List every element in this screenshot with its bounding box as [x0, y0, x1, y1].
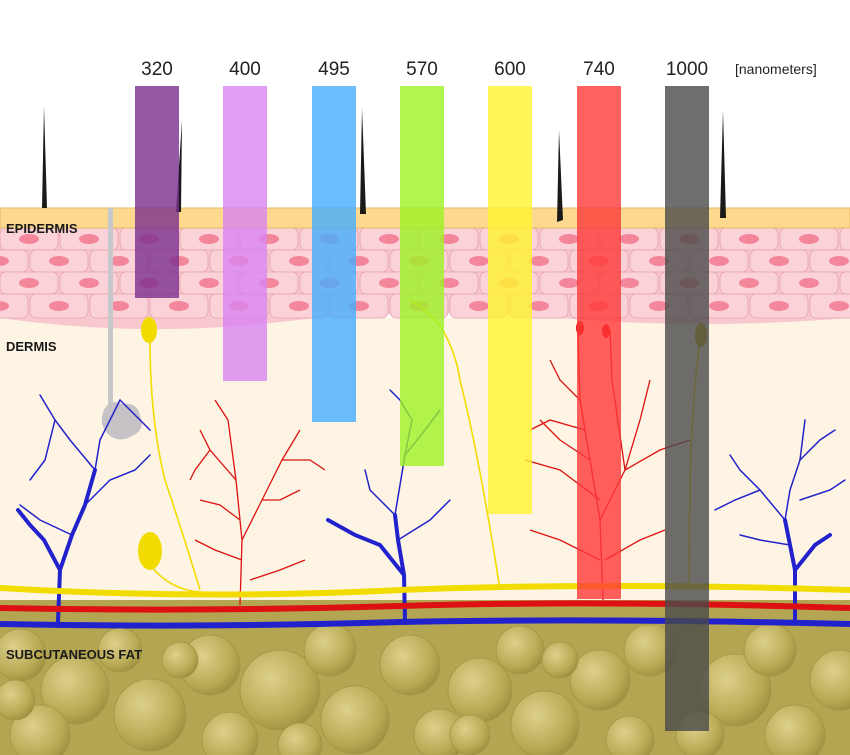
cell-nucleus — [289, 301, 309, 311]
cell-nucleus — [559, 234, 579, 244]
fat-globule — [201, 711, 259, 755]
cell-nucleus — [649, 256, 669, 266]
wavelength-bar-495 — [312, 86, 356, 422]
cell-nucleus — [709, 256, 729, 266]
fat-globule — [0, 679, 36, 721]
cell-nucleus — [19, 234, 39, 244]
cell-nucleus — [289, 256, 309, 266]
fat-globule — [447, 657, 513, 723]
cell-nucleus — [709, 301, 729, 311]
fat-globule — [161, 641, 199, 679]
fat-globule — [743, 626, 797, 677]
cell-nucleus — [619, 278, 639, 288]
fat-globule — [379, 634, 441, 696]
cell-nucleus — [0, 301, 9, 311]
epidermis-cell — [839, 227, 850, 251]
fat-globule — [320, 685, 390, 755]
cell-nucleus — [829, 256, 849, 266]
cell-nucleus — [79, 234, 99, 244]
dermis-label: DERMIS — [6, 339, 57, 354]
wavelength-label-400: 400 — [229, 59, 261, 80]
cell-nucleus — [49, 301, 69, 311]
cell-nucleus — [559, 278, 579, 288]
cell-nucleus — [619, 234, 639, 244]
cell-nucleus — [379, 278, 399, 288]
fat-globule — [541, 641, 579, 679]
epidermis-cell — [0, 293, 29, 319]
unit-label: [nanometers] — [735, 61, 817, 77]
cell-nucleus — [769, 301, 789, 311]
fat-globule — [113, 678, 187, 752]
cell-nucleus — [769, 256, 789, 266]
cell-nucleus — [799, 278, 819, 288]
cell-nucleus — [469, 256, 489, 266]
cell-nucleus — [199, 278, 219, 288]
cell-nucleus — [109, 301, 129, 311]
fat-globule — [303, 626, 357, 677]
fat-globule — [809, 649, 850, 711]
wavelength-bar-400 — [223, 86, 267, 381]
epidermis-label: EPIDERMIS — [6, 221, 78, 236]
fat-globule — [239, 649, 321, 731]
cell-nucleus — [529, 301, 549, 311]
epidermis-cell — [0, 249, 29, 273]
cell-nucleus — [0, 256, 9, 266]
cell-nucleus — [529, 256, 549, 266]
cell-nucleus — [199, 234, 219, 244]
wavelength-bar-320 — [135, 86, 179, 298]
fat-globule — [510, 690, 580, 755]
cell-nucleus — [169, 301, 189, 311]
cell-nucleus — [739, 234, 759, 244]
veins — [16, 389, 846, 624]
subcutaneous-fat-label: SUBCUTANEOUS FAT — [6, 647, 142, 662]
cell-nucleus — [19, 278, 39, 288]
wavelength-bar-600 — [488, 86, 532, 514]
wavelength-label-320: 320 — [141, 59, 173, 80]
wavelength-label-600: 600 — [494, 59, 526, 80]
cell-nucleus — [649, 301, 669, 311]
wavelength-bar-740 — [577, 86, 621, 599]
fat-globule — [40, 655, 110, 725]
wavelength-bar-1000 — [665, 86, 709, 731]
fat-globule — [569, 649, 631, 711]
wavelength-label-1000: 1000 — [666, 59, 708, 80]
fat-globule — [764, 704, 826, 755]
cell-nucleus — [379, 234, 399, 244]
wavelength-label-495: 495 — [318, 59, 350, 80]
wavelength-label-740: 740 — [583, 59, 615, 80]
cell-nucleus — [469, 301, 489, 311]
wavelength-bar-570 — [400, 86, 444, 466]
cell-nucleus — [829, 301, 849, 311]
fat-globule — [495, 626, 545, 675]
cell-nucleus — [739, 278, 759, 288]
cell-nucleus — [49, 256, 69, 266]
cell-nucleus — [79, 278, 99, 288]
nerve-ending — [141, 317, 157, 343]
fat-globule — [449, 714, 491, 755]
cell-nucleus — [799, 234, 819, 244]
fat-globule — [605, 715, 655, 755]
fat-globule — [277, 722, 323, 755]
wavelength-label-570: 570 — [406, 59, 438, 80]
wavelength-bars — [135, 86, 709, 731]
wavelength-labels: 320 400 495 570 600 740 1000 — [141, 59, 708, 80]
cell-nucleus — [109, 256, 129, 266]
nerve-ending — [138, 532, 162, 570]
epidermis-cell — [839, 271, 850, 295]
